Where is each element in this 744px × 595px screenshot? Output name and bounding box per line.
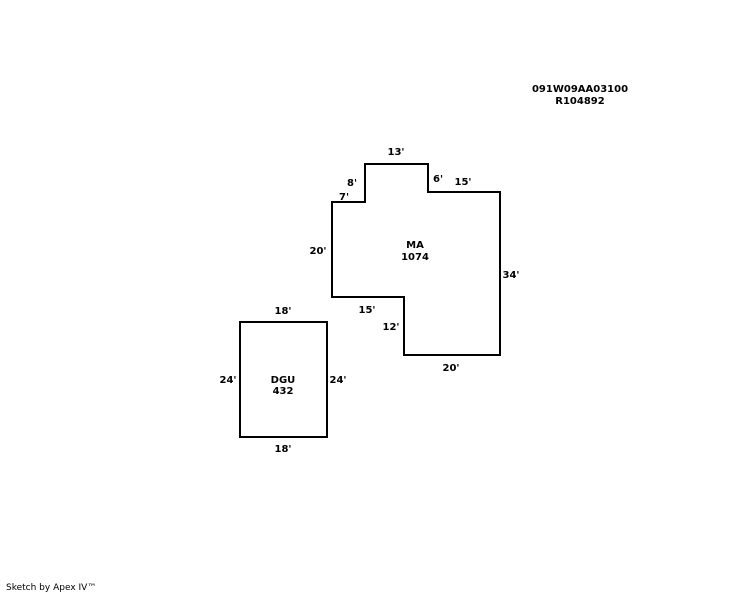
main-dim-right: 34' xyxy=(503,270,520,281)
garage-dim-top: 18' xyxy=(275,306,292,317)
map-tax-lot: 091W09AA03100 xyxy=(531,84,629,95)
garage-dim-left: 24' xyxy=(220,375,237,386)
main-dim-inner-vertical: 12' xyxy=(383,322,400,333)
main-dim-notch: 6' xyxy=(433,174,443,185)
main-dim-step-vertical: 8' xyxy=(347,178,357,189)
main-dim-bottom: 20' xyxy=(443,363,460,374)
main-dim-top: 13' xyxy=(388,147,405,158)
garage-dim-right: 24' xyxy=(330,375,347,386)
garage-dim-bottom: 18' xyxy=(275,444,292,455)
main-dim-left: 20' xyxy=(310,246,327,257)
garage-outline xyxy=(239,321,328,438)
garage-area-code: DGU xyxy=(271,375,296,386)
sketch-credit: Sketch by Apex IV™ xyxy=(6,583,97,593)
main-dim-step-horizontal: 7' xyxy=(339,192,349,203)
main-dim-top-right: 15' xyxy=(455,177,472,188)
parcel-ids: 091W09AA03100 R104892 xyxy=(530,84,630,108)
main-area-outline xyxy=(331,163,501,356)
account-number: R104892 xyxy=(555,96,605,107)
main-dim-inner-horizontal: 15' xyxy=(359,305,376,316)
main-area-code: MA xyxy=(406,240,424,251)
garage-area-sqft: 432 xyxy=(273,386,294,397)
main-area-sqft: 1074 xyxy=(401,252,429,263)
